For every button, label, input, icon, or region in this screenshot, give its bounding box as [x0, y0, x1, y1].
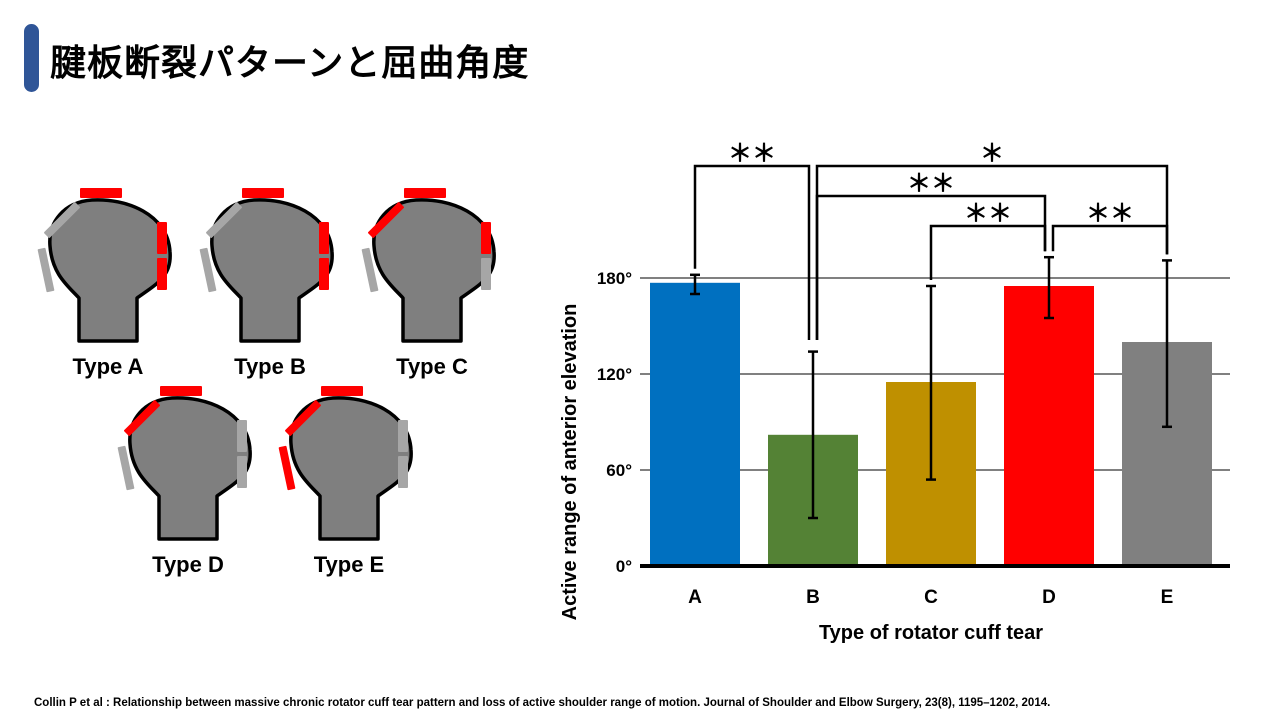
intact-tendon-post1 [237, 420, 247, 452]
type-label: Type D [152, 552, 224, 577]
torn-tendon-top [242, 188, 284, 198]
significance-label: ＊＊ [907, 170, 955, 197]
intact-tendon-post2 [481, 258, 491, 290]
y-tick-label: 120° [597, 365, 632, 384]
intact-tendon-ant2 [199, 247, 217, 293]
significance-bracket [1051, 224, 1169, 255]
x-tick-label: D [1042, 587, 1056, 608]
significance-bracket [929, 224, 1047, 280]
intact-tendon-ant2 [117, 445, 135, 491]
x-tick-label: C [924, 587, 938, 608]
torn-tendon-post1 [157, 222, 167, 254]
x-tick-label: B [806, 587, 820, 608]
torn-tendon-top [80, 188, 122, 198]
intact-tendon-ant1 [44, 202, 80, 238]
x-tick-label: A [688, 587, 702, 608]
significance-bracket [815, 164, 1169, 340]
torn-tendon-post2 [157, 258, 167, 290]
page-title: 腱板断裂パターンと屈曲角度 [50, 43, 530, 84]
torn-tendon-ant1 [368, 202, 404, 238]
torn-tendon-post1 [481, 222, 491, 254]
significance-bracket [815, 194, 1047, 340]
type-label: Type B [234, 354, 306, 379]
tear-type-type-e: Type E [278, 386, 413, 577]
type-label: Type A [73, 354, 144, 379]
intact-tendon-ant1 [206, 202, 242, 238]
torn-tendon-ant2 [278, 445, 296, 491]
type-label: Type C [396, 354, 468, 379]
torn-tendon-post2 [319, 258, 329, 290]
x-axis-title: Type of rotator cuff tear [819, 622, 1043, 644]
torn-tendon-ant1 [124, 400, 160, 436]
torn-tendon-post1 [319, 222, 329, 254]
tear-type-type-a: Type A [37, 188, 172, 379]
intact-tendon-post2 [398, 456, 408, 488]
range-of-motion-chart: 0° 60° 120° 180° A B C D E Active range of anteri… [559, 140, 1230, 644]
bar-a [650, 282, 740, 566]
significance-label: ＊＊ [1086, 200, 1134, 227]
type-label: Type E [314, 552, 385, 577]
tear-pattern-diagram: Type A Type B Type C Type D Type E [37, 188, 496, 577]
title-accent-bar [24, 24, 39, 92]
significance-bracket [693, 164, 811, 340]
y-tick-label: 0° [616, 557, 632, 576]
tear-type-type-b: Type B [199, 188, 334, 379]
y-axis-title: Active range of anterior elevation [559, 304, 581, 621]
tear-type-type-c: Type C [361, 188, 496, 379]
torn-tendon-top [321, 386, 363, 396]
intact-tendon-ant2 [361, 247, 379, 293]
y-tick-label: 60° [606, 461, 632, 480]
significance-label: ＊ [980, 140, 1004, 167]
torn-tendon-top [160, 386, 202, 396]
y-tick-label: 180° [597, 269, 632, 288]
tear-type-type-d: Type D [117, 386, 252, 577]
citation: Collin P et al : Relationship between ma… [34, 697, 1051, 709]
intact-tendon-post1 [398, 420, 408, 452]
bar-d [1004, 286, 1094, 566]
intact-tendon-ant2 [37, 247, 55, 293]
torn-tendon-ant1 [285, 400, 321, 436]
significance-label: ＊＊ [964, 200, 1012, 227]
torn-tendon-top [404, 188, 446, 198]
significance-label: ＊＊ [728, 140, 776, 167]
intact-tendon-post2 [237, 456, 247, 488]
x-tick-label: E [1161, 587, 1174, 608]
